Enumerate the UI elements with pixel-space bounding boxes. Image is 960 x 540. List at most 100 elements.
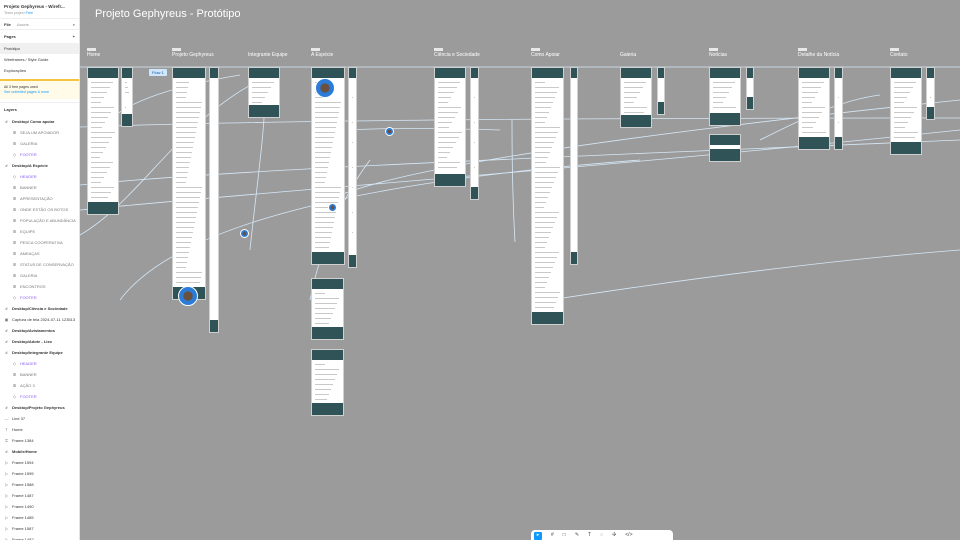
frame-thumbnail[interactable] — [890, 67, 922, 155]
layer-item[interactable]: ▣Captura de tela 2024-07-11 123513 — [0, 314, 79, 325]
layer-item[interactable]: ⊞AMEAÇAS — [0, 248, 79, 259]
frame-thumbnail[interactable] — [87, 67, 119, 215]
section-label[interactable]: A Espécie — [311, 52, 334, 58]
section-label[interactable]: Ciência e Sociedade — [434, 52, 480, 58]
layer-item[interactable]: #Desktop/ Como apoiar — [0, 116, 79, 127]
file-header[interactable]: Projeto Gephyreus - Wirefr... Team proje… — [0, 0, 79, 18]
layer-item[interactable]: ⌗Frame 1384 — [0, 435, 79, 446]
tab-assets[interactable]: Assets — [16, 21, 29, 27]
frame-thumbnail[interactable] — [121, 67, 133, 127]
layer-item[interactable]: ▷Frame 1490 — [0, 501, 79, 512]
avatar-marker[interactable] — [240, 229, 249, 238]
layer-item[interactable]: ⊞AÇÃO 3 — [0, 380, 79, 391]
frame-thumbnail[interactable] — [709, 134, 741, 162]
layer-item[interactable]: ⊞STATUS DE CONSERVAÇÃO — [0, 259, 79, 270]
section-label[interactable]: Integrante Equipe — [248, 52, 288, 58]
frame-thumbnail[interactable] — [248, 67, 280, 118]
frame-thumbnail[interactable] — [531, 67, 564, 325]
layer-item[interactable]: ⊞PESCA COOPERATIVA — [0, 237, 79, 248]
layer-item[interactable]: ◇HEADER — [0, 358, 79, 369]
add-page-icon[interactable]: + — [72, 34, 75, 39]
section-label[interactable]: Notícias — [709, 52, 728, 58]
text-tool-icon[interactable]: T — [588, 532, 592, 538]
layer-item[interactable]: ◇FOOTER — [0, 149, 79, 160]
frame-thumbnail[interactable] — [311, 349, 344, 416]
layer-item[interactable]: ⊞BANNER — [0, 369, 79, 380]
section-label[interactable]: Projeto Gephyreus — [172, 52, 214, 58]
layer-item[interactable]: ⊞EQUIPE — [0, 226, 79, 237]
frame-tool-icon[interactable]: # — [551, 532, 554, 538]
layer-item[interactable]: ◇HEADER — [0, 171, 79, 182]
page-item[interactable]: Protótipo — [0, 43, 79, 54]
flow-starting-point[interactable]: Flow 1 — [149, 69, 167, 76]
file-name[interactable]: Projeto Gephyreus - Wirefr... — [4, 4, 65, 9]
layer-item[interactable]: ⊞GALERIA — [0, 270, 79, 281]
layer-label: AÇÃO 3 — [20, 383, 35, 388]
frame-thumbnail[interactable] — [926, 67, 935, 120]
notice-link[interactable]: See unlimited pages & more — [4, 90, 50, 94]
pen-tool-icon[interactable]: ✎ — [574, 532, 580, 538]
tab-file[interactable]: File — [4, 21, 11, 27]
layer-item[interactable]: —Line 37 — [0, 413, 79, 424]
section-label[interactable]: Home — [87, 52, 101, 58]
layer-item[interactable]: ▷Frame 1588 — [0, 479, 79, 490]
layer-item[interactable]: ▷Frame 1587 — [0, 523, 79, 534]
sub-layer-icon: ⊞ — [12, 218, 17, 223]
layer-item[interactable]: ◇FOOTER — [0, 292, 79, 303]
frame-thumbnail[interactable] — [172, 67, 206, 300]
layer-item[interactable]: ⊞APRESENTAÇÃO — [0, 193, 79, 204]
page-item[interactable]: Wireframes / Style Guide — [4, 57, 49, 62]
layer-item[interactable]: ◇FOOTER — [0, 391, 79, 402]
section-label[interactable]: Detalhe da Notícia — [798, 52, 840, 58]
frame-thumbnail[interactable] — [209, 67, 219, 333]
canvas[interactable]: Projeto Gephyreus - Protótipo Flow 1 Hom… — [80, 0, 960, 540]
avatar-marker[interactable] — [315, 78, 335, 98]
frame-thumbnail[interactable] — [311, 67, 345, 265]
frame-thumbnail[interactable] — [311, 278, 344, 340]
layer-item[interactable]: ⊞GALERIA — [0, 138, 79, 149]
section-label[interactable]: Contato — [890, 52, 908, 58]
frame-thumbnail[interactable] — [746, 67, 754, 110]
layer-item[interactable]: ▷Frame 1594 — [0, 457, 79, 468]
frame-thumbnail[interactable] — [470, 67, 479, 200]
frame-thumbnail[interactable] — [348, 67, 357, 268]
page-item[interactable]: Explorações — [4, 68, 27, 73]
layer-item[interactable]: #Desktop/Ciência e Sociedade — [0, 303, 79, 314]
shape-tool-icon[interactable]: □ — [562, 532, 566, 538]
layer-item[interactable]: #Desktop/A Espécie — [0, 160, 79, 171]
frame-thumbnail[interactable] — [620, 67, 652, 128]
frame-thumbnail[interactable] — [709, 67, 741, 126]
layer-item[interactable]: #Desktop/Avistamentos — [0, 325, 79, 336]
frame-thumbnail[interactable] — [434, 67, 466, 187]
section-label[interactable]: Como Apoiar — [531, 52, 560, 58]
frame-thumbnail[interactable] — [834, 67, 843, 150]
layer-item[interactable]: ⊞ONDE ESTÃO OS BOTOS — [0, 204, 79, 215]
layer-item[interactable]: ⊞ENCONTROS — [0, 281, 79, 292]
components-icon[interactable]: ✣ — [612, 532, 617, 538]
layer-item[interactable]: #Desktop/Projeto Gephyreus — [0, 402, 79, 413]
section-label[interactable]: Galeria — [620, 52, 637, 58]
comment-tool-icon[interactable]: ◌ — [600, 532, 604, 538]
move-tool-icon[interactable]: ▸ — [534, 532, 542, 540]
layer-item[interactable]: #Desktop/Adote - Lixo — [0, 336, 79, 347]
layer-item[interactable]: ⊞POPULAÇÃO E ABUNDÂNCIA — [0, 215, 79, 226]
avatar-marker[interactable] — [178, 286, 198, 306]
search-icon[interactable]: ⌕ — [72, 21, 75, 27]
frame-thumbnail[interactable] — [657, 67, 665, 115]
layer-item[interactable]: ⊞BANNER — [0, 182, 79, 193]
plan-badge[interactable]: Free — [25, 11, 33, 15]
avatar-marker[interactable] — [328, 203, 337, 212]
layer-item[interactable]: ▷Frame 1595 — [0, 468, 79, 479]
layer-item[interactable]: #Desktop/Integrante Equipe — [0, 347, 79, 358]
layer-item[interactable]: ⊞SEJA UM APOIADOR — [0, 127, 79, 138]
avatar-marker[interactable] — [385, 127, 394, 136]
layer-label: Desktop/A Espécie — [12, 163, 48, 168]
layer-item[interactable]: #Mobile/Home — [0, 446, 79, 457]
layer-item[interactable]: ▷Frame 1482 — [0, 534, 79, 540]
layer-item[interactable]: ▷Frame 1485 — [0, 512, 79, 523]
code-icon[interactable]: </> — [625, 532, 633, 538]
layer-item[interactable]: ▷Frame 1487 — [0, 490, 79, 501]
frame-thumbnail[interactable] — [798, 67, 830, 150]
frame-thumbnail[interactable] — [570, 67, 578, 265]
